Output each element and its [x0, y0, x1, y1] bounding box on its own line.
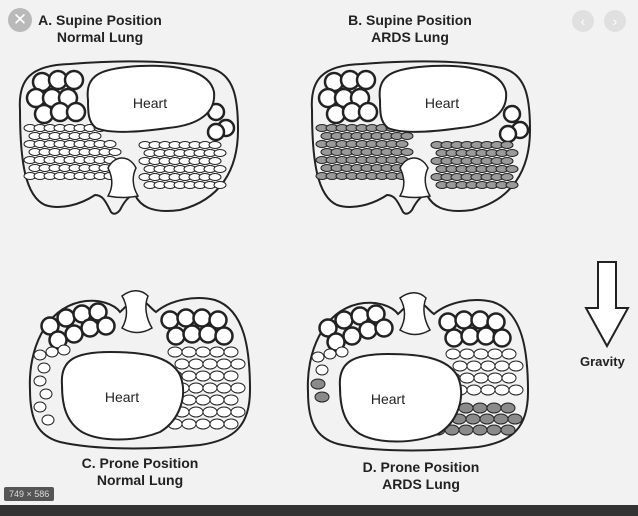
alveolus-small — [509, 385, 523, 395]
alveolus-small — [502, 349, 516, 359]
alveolus-open — [360, 322, 377, 339]
alveolus-open — [478, 328, 495, 345]
panel-d-heart-label: Heart — [371, 391, 405, 407]
alveolus-consolidated — [501, 425, 515, 435]
alveolus-consolidated — [494, 414, 508, 424]
image-size-badge: 749 × 586 — [4, 487, 54, 501]
alveolus-small — [316, 365, 328, 375]
down-arrow-icon — [582, 260, 632, 350]
alveolus-consolidated — [508, 414, 522, 424]
alveolus-small — [324, 349, 336, 359]
alveolus-open — [462, 328, 479, 345]
alveolus-small — [495, 361, 509, 371]
alveolus-small — [481, 361, 495, 371]
alveolus-consolidated — [459, 403, 473, 413]
alveolus-small — [474, 349, 488, 359]
alveolus-consolidated — [473, 425, 487, 435]
alveolus-consolidated — [311, 379, 325, 389]
alveolus-consolidated — [487, 403, 501, 413]
alveolus-open — [440, 314, 457, 331]
alveolus-small — [474, 373, 488, 383]
alveolus-open — [376, 320, 393, 337]
gravity-label: Gravity — [580, 354, 625, 369]
alveolus-consolidated — [501, 403, 515, 413]
alveolus-consolidated — [487, 425, 501, 435]
alveolus-consolidated — [480, 414, 494, 424]
alveolus-open — [446, 330, 463, 347]
alveolus-small — [509, 361, 523, 371]
alveolus-open — [336, 312, 353, 329]
alveolus-small — [336, 347, 348, 357]
bottom-bar — [0, 505, 638, 516]
alveolus-small — [467, 385, 481, 395]
alveolus-open — [344, 328, 361, 345]
alveolus-small — [481, 385, 495, 395]
alveolus-open — [472, 312, 489, 329]
alveolus-small — [446, 349, 460, 359]
spine-shape — [400, 293, 430, 335]
alveolus-small — [495, 385, 509, 395]
alveolus-small — [502, 373, 516, 383]
alveolus-consolidated — [466, 414, 480, 424]
alveolus-small — [488, 349, 502, 359]
alveolus-small — [460, 349, 474, 359]
alveolus-consolidated — [315, 392, 329, 402]
alveolus-open — [494, 330, 511, 347]
alveolus-open — [456, 312, 473, 329]
alveolus-small — [312, 352, 324, 362]
alveolus-consolidated — [473, 403, 487, 413]
alveolus-small — [453, 361, 467, 371]
alveolus-small — [460, 373, 474, 383]
alveolus-small — [488, 373, 502, 383]
alveolus-small — [467, 361, 481, 371]
alveolus-consolidated — [459, 425, 473, 435]
